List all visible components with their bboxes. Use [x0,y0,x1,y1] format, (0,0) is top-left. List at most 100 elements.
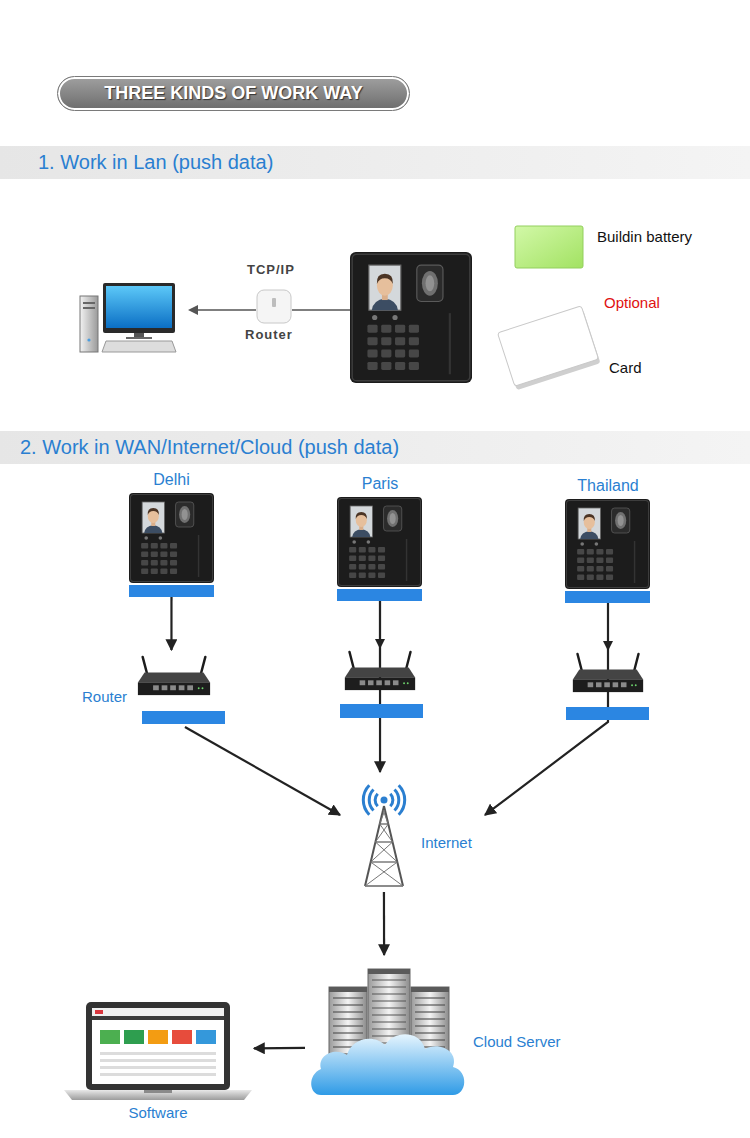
attendance-terminal [395,337,405,345]
device-graphic [349,564,356,570]
attendance-terminal [381,350,391,358]
device-graphic [198,535,200,577]
note-label: Optional [604,294,660,312]
desktop-computer [83,302,95,304]
device-graphic [144,525,162,533]
device-graphic [144,536,148,540]
desktop-computer [87,338,90,341]
device-graphic [595,542,599,546]
device-graphic [182,509,188,520]
cloud-server: Cloud Server [305,955,575,1100]
router [596,682,602,687]
router-graphic [198,687,200,689]
cloud-graphic [372,986,406,987]
tower-graphic [380,823,389,824]
section-heading: 2. Work in WAN/Internet/Cloud (push data… [20,435,399,459]
device-graphic [378,556,385,562]
device-graphic [129,493,214,583]
city-label: Thailand [577,476,638,495]
device-graphic [580,542,584,546]
router-graphic [162,685,168,690]
device-graphic [618,515,624,526]
device-graphic [170,552,177,558]
desktop-computer [106,286,172,328]
device-graphic [352,529,370,537]
tower-graphic [363,785,369,814]
attendance-terminal [381,362,391,370]
device-graphic [596,575,603,581]
device-graphic [406,539,408,581]
device-graphic [151,552,158,558]
attendance-terminal [426,275,435,291]
lan-router [257,290,291,323]
internet-tower: Internet [340,772,485,892]
cloud-graphic [411,987,449,992]
device-graphic [368,556,375,562]
lan-router [272,298,276,307]
device-graphic [565,499,650,603]
device-graphic [141,552,148,558]
laptop-graphic [172,1030,192,1044]
device-graphic [577,566,584,572]
battery-pack [515,226,583,268]
attendance-terminal [377,274,393,284]
router [621,682,627,687]
device-graphic [170,543,177,549]
cloud-graphic [415,1032,445,1033]
laptop-graphic [95,1010,103,1014]
attendance-terminal [409,362,419,370]
connector-arrow [383,892,385,955]
router [385,680,391,685]
tower-graphic [365,862,397,886]
tower-graphic [375,842,397,862]
device-graphic [565,591,650,603]
cloud-graphic [372,1014,406,1015]
router [631,684,633,686]
laptop-graphic [64,1090,252,1100]
device-graphic [587,558,594,564]
device-graphic [368,564,375,570]
cloud-graphic [415,997,445,998]
attendance-terminal: Delhi [125,469,218,597]
battery-pack [515,226,583,268]
laptop-graphic [100,1066,216,1069]
bar-graphic [142,711,225,724]
device-graphic [606,549,613,555]
device-graphic [142,502,164,533]
attendance-terminal [449,313,451,374]
attendance-terminal: Paris [334,473,426,601]
cloud-graphic [333,1004,363,1005]
laptop-graphic [148,1030,168,1044]
rfid-card [498,306,599,386]
lan-router [257,290,291,323]
router-arrowheads [375,639,613,651]
tower-graphic [371,862,403,886]
cloud-graphic [333,1025,363,1026]
device-graphic [359,564,366,570]
cloud-graphic [368,969,410,974]
attendance-terminal [367,350,377,358]
tower-graphic [375,794,378,807]
device-graphic [606,558,613,564]
router [345,668,415,678]
router [407,682,409,684]
router-graphic [153,685,159,690]
device-graphic [387,510,398,527]
cloud-graphic [333,1032,363,1033]
attendance-terminal: Thailand [562,475,654,603]
router [604,682,610,687]
device-graphic [148,508,159,515]
device-graphic [596,566,603,572]
device-graphic [587,575,594,581]
part-label: Card [609,359,642,377]
device-graphic [577,558,584,564]
lan-wire [292,309,350,311]
device-graphic [367,540,371,544]
router-arrowheads [603,641,613,651]
router [573,679,643,692]
router [403,682,405,684]
tower-graphic [390,794,393,807]
router [635,684,637,686]
connector-arrow [185,727,340,815]
device-graphic [359,556,366,562]
